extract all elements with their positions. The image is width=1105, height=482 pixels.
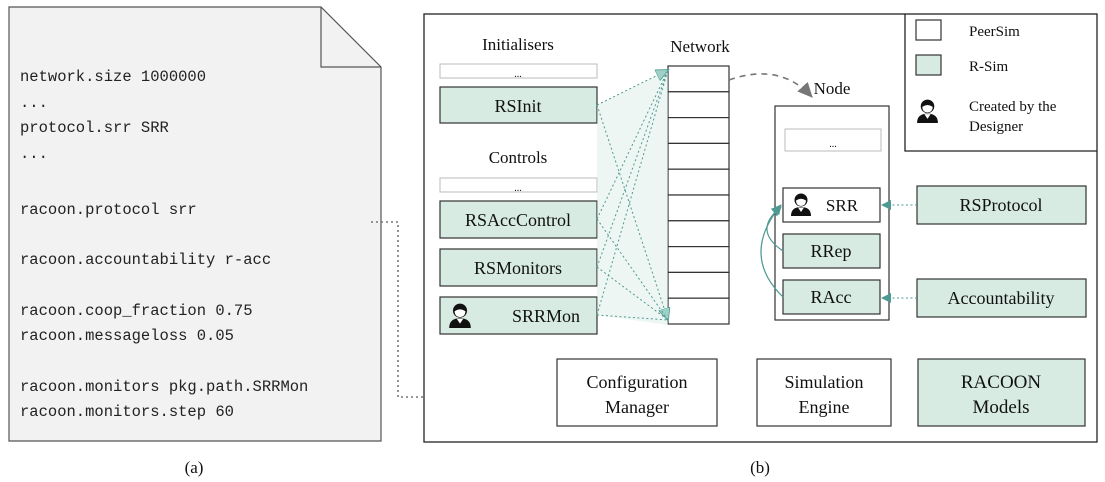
config-line: racoon.coop_fraction 0.75	[20, 302, 253, 320]
srr-box	[782, 187, 881, 223]
racc-label: RAcc	[811, 287, 852, 307]
controls-placeholder	[439, 177, 598, 193]
network-cell	[667, 142, 730, 170]
configuration-manager-label-line2: Manager	[605, 397, 669, 417]
node-placeholder	[784, 128, 882, 152]
network-cell	[667, 116, 730, 144]
config-line: ...	[20, 145, 48, 163]
config-file: network.size 1000000 ... protocol.srr SR…	[8, 6, 382, 442]
racoon-models-label-line2: Models	[973, 397, 1030, 418]
node-ellipsis: ...	[829, 139, 837, 150]
initialisers-placeholder	[439, 63, 598, 79]
controls-ellipsis: ...	[514, 183, 522, 194]
racoon-models-label-line1: RACOON	[961, 372, 1042, 393]
network-array	[667, 65, 730, 325]
connection-fan	[597, 70, 668, 325]
config-line: network.size 1000000	[20, 68, 206, 86]
accountability-label: Accountability	[948, 288, 1055, 308]
controls-title: Controls	[489, 148, 548, 167]
configuration-manager-label-line1: Configuration	[587, 372, 688, 392]
configuration-manager-box	[556, 358, 718, 427]
initialisers-title: Initialisers	[482, 35, 554, 54]
rsmonitors-label: RSMonitors	[474, 258, 562, 278]
node-title: Node	[814, 79, 851, 98]
config-line: racoon.monitors.step 60	[20, 403, 234, 421]
srrmon-label: SRRMon	[512, 306, 580, 326]
network-cell	[667, 168, 730, 196]
config-line: racoon.messageloss 0.05	[20, 327, 234, 345]
network-cell	[667, 194, 730, 222]
rsprotocol-label: RSProtocol	[959, 195, 1042, 215]
simulation-engine-label-line2: Engine	[799, 397, 850, 417]
node-internal-links	[760, 204, 784, 298]
config-line: racoon.monitors pkg.path.SRRMon	[20, 378, 308, 396]
config-line: racoon.protocol srr	[20, 201, 197, 219]
racc-box	[782, 279, 881, 315]
initialisers-ellipsis: ...	[514, 69, 522, 80]
rrep-box	[782, 233, 881, 269]
caption-a: (a)	[185, 458, 204, 477]
accountability-box	[916, 278, 1087, 318]
rrep-label: RRep	[810, 241, 851, 261]
rsinit-label: RSInit	[494, 96, 541, 116]
caption-b: (b)	[750, 458, 770, 477]
racoon-models-box	[917, 358, 1086, 427]
network-cell	[667, 220, 730, 248]
srr-label: SRR	[826, 196, 859, 215]
legend-rsim-label: R-Sim	[969, 59, 1009, 75]
config-line: protocol.srr SRR	[20, 119, 169, 137]
network-cell	[667, 91, 730, 119]
network-to-node-arrow	[728, 73, 813, 98]
legend-peersim-swatch	[915, 19, 942, 41]
rsprotocol-box	[916, 185, 1087, 225]
network-cell	[667, 271, 730, 299]
network-cell	[667, 65, 730, 93]
legend-peersim-label: PeerSim	[969, 24, 1020, 40]
config-line: ...	[20, 94, 48, 112]
network-connections	[596, 70, 668, 320]
config-line: racoon.accountability r-acc	[20, 251, 271, 269]
rsacccontrol-box	[439, 200, 598, 239]
legend-rsim-swatch	[915, 54, 942, 76]
network-title: Network	[670, 37, 730, 56]
rsacccontrol-label: RSAccControl	[465, 210, 571, 230]
network-cell	[667, 246, 730, 274]
simulation-engine-label-line1: Simulation	[784, 372, 863, 392]
simulation-engine-box	[756, 358, 892, 427]
network-cell	[667, 297, 730, 325]
